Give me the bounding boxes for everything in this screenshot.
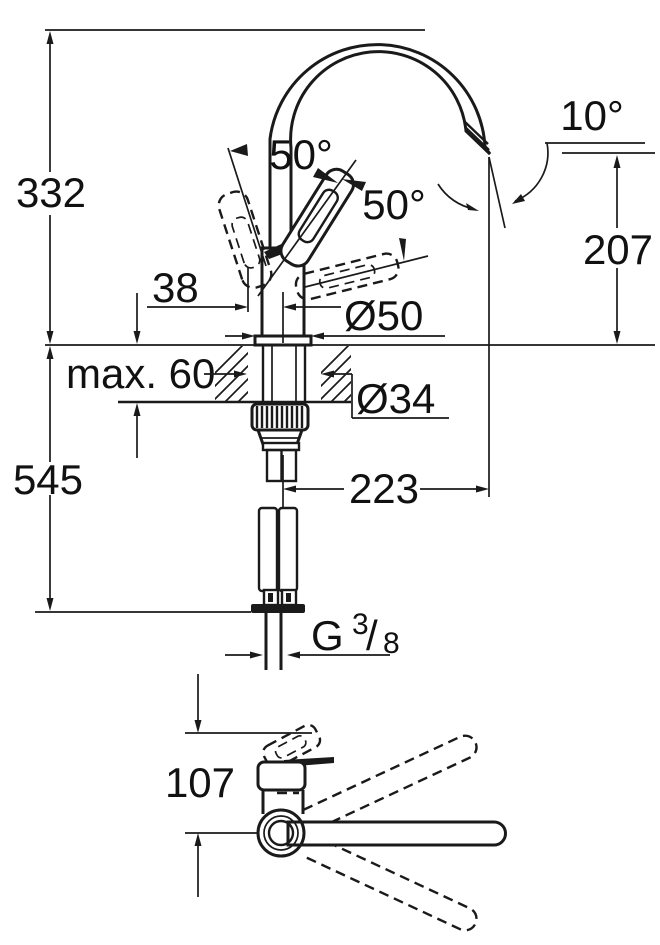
dim-deck-thickness-label: max. 60 xyxy=(66,350,215,397)
handle-lever-dashed-left xyxy=(217,190,273,290)
dim-handle-offset: 38 xyxy=(147,264,341,312)
dim-overall-height: 332 xyxy=(16,31,86,344)
arrowhead xyxy=(46,331,54,344)
dim-total-height-label: 545 xyxy=(13,456,83,503)
handle-plan-dashed xyxy=(261,723,322,769)
arrowhead xyxy=(512,194,525,204)
shank xyxy=(261,345,307,403)
arrowhead xyxy=(321,370,334,378)
mounting-nut xyxy=(250,402,310,452)
arrowhead xyxy=(311,332,324,340)
thread-denominator-label: 8 xyxy=(383,627,400,660)
arrowhead xyxy=(230,144,248,156)
angle-ref-line-right xyxy=(304,255,429,288)
dim-spout-angle-label: 10° xyxy=(560,92,624,139)
arrowhead xyxy=(133,331,141,344)
thread-slash-label: / xyxy=(366,612,378,659)
front-view: 50° 50° 10° 332 545 xyxy=(13,29,655,670)
dim-projection-label: 223 xyxy=(349,465,419,512)
arrowhead xyxy=(466,203,479,211)
arrowhead xyxy=(399,238,406,261)
arrowhead xyxy=(250,651,263,659)
dim-base-diameter-label: Ø50 xyxy=(344,292,423,339)
swivel-ring-outer xyxy=(256,808,306,858)
arrowhead xyxy=(194,833,202,846)
arrowhead xyxy=(46,598,54,611)
spout-aerator-band xyxy=(464,126,490,151)
swivel-ring-mid xyxy=(263,815,299,851)
spout-swivel-dashed-up xyxy=(302,734,478,832)
supply-hoses xyxy=(251,448,305,670)
body-plan xyxy=(256,723,334,858)
dim-connection-thread: G 3 / 8 xyxy=(225,608,400,660)
arrowhead xyxy=(283,485,296,493)
arrowhead xyxy=(613,155,621,168)
spout-swivel-dashed-down xyxy=(302,834,478,932)
dim-plan-handle-projection-label: 107 xyxy=(165,759,235,806)
dim-base-diameter: Ø50 xyxy=(225,292,445,340)
arrowhead xyxy=(194,720,202,733)
arrowhead xyxy=(283,303,296,311)
thread-g-label: G xyxy=(311,612,344,659)
arrowhead xyxy=(613,331,621,344)
angle-ref-line-left xyxy=(227,147,267,267)
dim-overall-height-label: 332 xyxy=(16,169,86,216)
hose-right xyxy=(277,506,299,593)
spout-angle-annotation: 10° xyxy=(437,92,645,497)
dim-handle-offset-label: 38 xyxy=(152,264,199,311)
arrowhead xyxy=(476,485,489,493)
arrowhead xyxy=(287,651,300,659)
dim-hole-diameter: Ø34 xyxy=(204,370,449,422)
arrowhead xyxy=(342,179,366,191)
thread-numerator-label: 3 xyxy=(352,608,369,641)
dim-total-height: 545 xyxy=(13,346,251,613)
hose-left xyxy=(257,506,279,593)
arrowhead xyxy=(235,303,248,311)
spout-aerator-band xyxy=(463,120,489,145)
arrowhead xyxy=(313,168,338,183)
arrowhead xyxy=(133,403,141,416)
arrowhead xyxy=(46,31,54,44)
dim-handle-angle-right-label: 50° xyxy=(362,181,426,228)
dim-outlet-height-label: 207 xyxy=(583,226,653,273)
plan-view: 107 xyxy=(165,674,507,932)
dim-outlet-height: 207 xyxy=(562,152,655,344)
spout xyxy=(268,43,492,250)
dim-hole-diameter-label: Ø34 xyxy=(356,375,435,422)
body-plan-outline xyxy=(256,760,307,792)
dim-plan-handle-projection: 107 xyxy=(165,674,312,897)
spout-outline xyxy=(268,43,492,250)
hose-flange xyxy=(251,604,305,613)
outlet-tilted-line xyxy=(488,156,506,229)
dim-handle-angle-left-label: 50° xyxy=(269,131,333,178)
dim-projection: 223 xyxy=(283,465,489,512)
angle-arc-right xyxy=(514,142,549,202)
angle-ref-line-mid xyxy=(257,159,357,297)
arrowhead xyxy=(234,370,247,378)
swivel-ring-inner xyxy=(267,819,295,847)
arrowhead xyxy=(46,346,54,359)
spout-plan-solid xyxy=(286,820,507,847)
angle-annotations: 50° 50° xyxy=(227,131,429,297)
arrowhead xyxy=(242,332,255,340)
connection-tails xyxy=(264,613,283,670)
dim-deck-thickness: max. 60 xyxy=(66,293,215,458)
neck-lines xyxy=(261,790,305,814)
